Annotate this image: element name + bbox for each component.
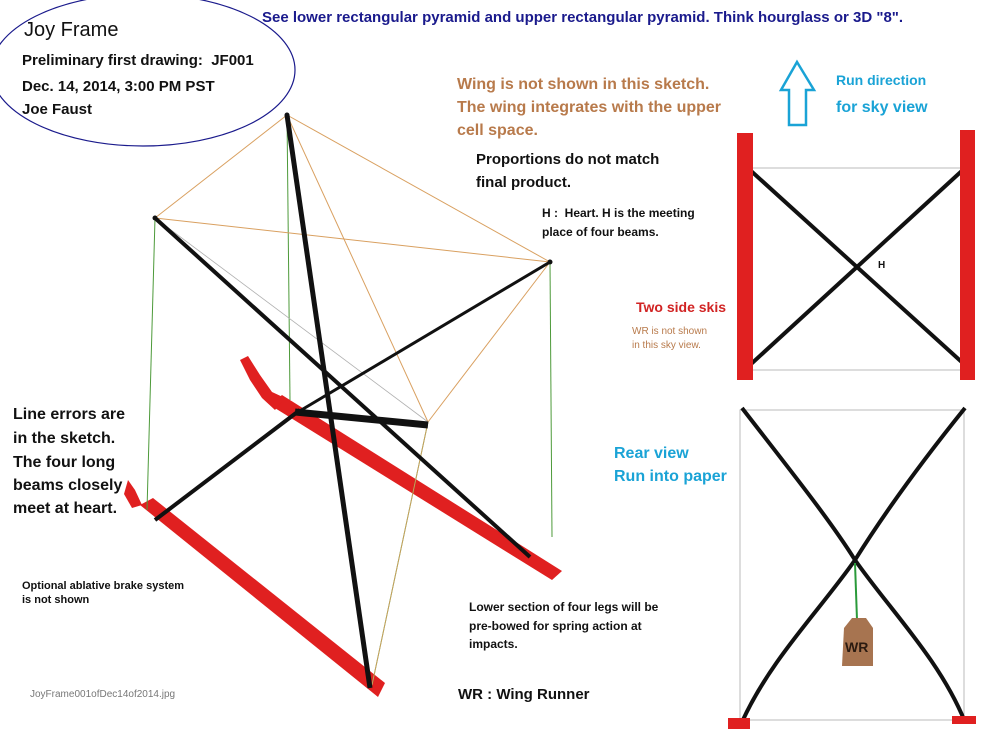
left-side-ski bbox=[737, 133, 753, 380]
main-sketch bbox=[124, 112, 562, 697]
title: Joy Frame bbox=[24, 19, 119, 41]
brake-note-1: Optional ablative brake system bbox=[22, 580, 185, 592]
heart-note-2: place of four beams. bbox=[542, 225, 659, 239]
beam-heart bbox=[294, 408, 429, 429]
right-ski-end bbox=[952, 716, 976, 724]
run-direction-label: Run direction bbox=[836, 72, 927, 88]
heart-label: H bbox=[878, 260, 886, 271]
orange-wire bbox=[371, 421, 429, 686]
drawing-date: Dec. 14, 2014, 3:00 PM PST bbox=[22, 78, 215, 95]
side-skis-label: Two side skis bbox=[636, 299, 726, 315]
orange-wire bbox=[427, 261, 551, 423]
gray-wire bbox=[154, 217, 429, 423]
title-ellipse bbox=[0, 0, 296, 147]
rear-frame bbox=[739, 409, 965, 721]
proportions-note-2: final product. bbox=[476, 174, 571, 191]
wr-box bbox=[842, 618, 873, 666]
orange-wire bbox=[286, 114, 551, 263]
left-ski-tip bbox=[124, 480, 142, 508]
green-line bbox=[549, 261, 553, 538]
drawing-id: Preliminary first drawing: JF001 bbox=[22, 52, 254, 69]
beam bbox=[153, 216, 532, 559]
line-errors-1: Line errors are bbox=[13, 406, 126, 423]
node bbox=[547, 259, 553, 265]
left-ski-end bbox=[728, 718, 750, 729]
wr-definition: WR : Wing Runner bbox=[458, 686, 590, 703]
up-arrow-icon bbox=[778, 59, 817, 127]
beam bbox=[748, 166, 967, 367]
wr-sky-note-1: WR is not shown bbox=[632, 326, 708, 337]
rear-beam-left bbox=[740, 406, 858, 723]
right-ski bbox=[270, 395, 562, 580]
header-note: See lower rectangular pyramid and upper … bbox=[262, 9, 904, 26]
node bbox=[152, 215, 158, 221]
proportions-note-1: Proportions do not match bbox=[476, 151, 660, 168]
wing-note-2: The wing integrates with the upper bbox=[457, 99, 722, 116]
brake-note-2: is not shown bbox=[22, 594, 90, 606]
sky-view-label: for sky view bbox=[836, 99, 928, 116]
beam bbox=[297, 260, 551, 414]
orange-wire bbox=[286, 114, 429, 423]
orange-wire bbox=[154, 114, 288, 219]
legs-note-2: pre-bowed for spring action at bbox=[469, 619, 642, 633]
author: Joe Faust bbox=[22, 101, 93, 118]
wr-box-label: WR bbox=[845, 639, 869, 655]
legs-note-1: Lower section of four legs will be bbox=[469, 600, 659, 614]
legs-note-3: impacts. bbox=[469, 637, 518, 651]
wing-note-1: Wing is not shown in this sketch. bbox=[457, 76, 710, 93]
green-line bbox=[146, 217, 156, 511]
orange-wire bbox=[154, 217, 551, 263]
rear-view-label-1: Rear view bbox=[614, 445, 689, 462]
filename: JoyFrame001ofDec14of2014.jpg bbox=[30, 689, 176, 700]
line-errors-4: beams closely bbox=[13, 477, 123, 494]
heart-note-1: H : Heart. H is the meeting bbox=[542, 206, 695, 220]
wr-sky-note-2: in this sky view. bbox=[632, 340, 701, 351]
line-errors-2: in the sketch. bbox=[13, 430, 116, 447]
beam bbox=[153, 408, 302, 522]
rear-view bbox=[728, 406, 976, 729]
wing-note-3: cell space. bbox=[457, 122, 538, 139]
node bbox=[284, 112, 290, 118]
wr-tether bbox=[854, 562, 858, 621]
sky-view bbox=[737, 130, 975, 380]
right-ski-tip bbox=[240, 356, 285, 410]
right-side-ski bbox=[960, 130, 975, 380]
green-line bbox=[286, 114, 291, 401]
rear-view-label-2: Run into paper bbox=[614, 468, 727, 485]
left-ski bbox=[140, 498, 385, 697]
rear-beam-right bbox=[852, 406, 967, 723]
beam bbox=[284, 114, 373, 689]
line-errors-5: meet at heart. bbox=[13, 500, 118, 517]
line-errors-3: The four long bbox=[13, 454, 116, 471]
